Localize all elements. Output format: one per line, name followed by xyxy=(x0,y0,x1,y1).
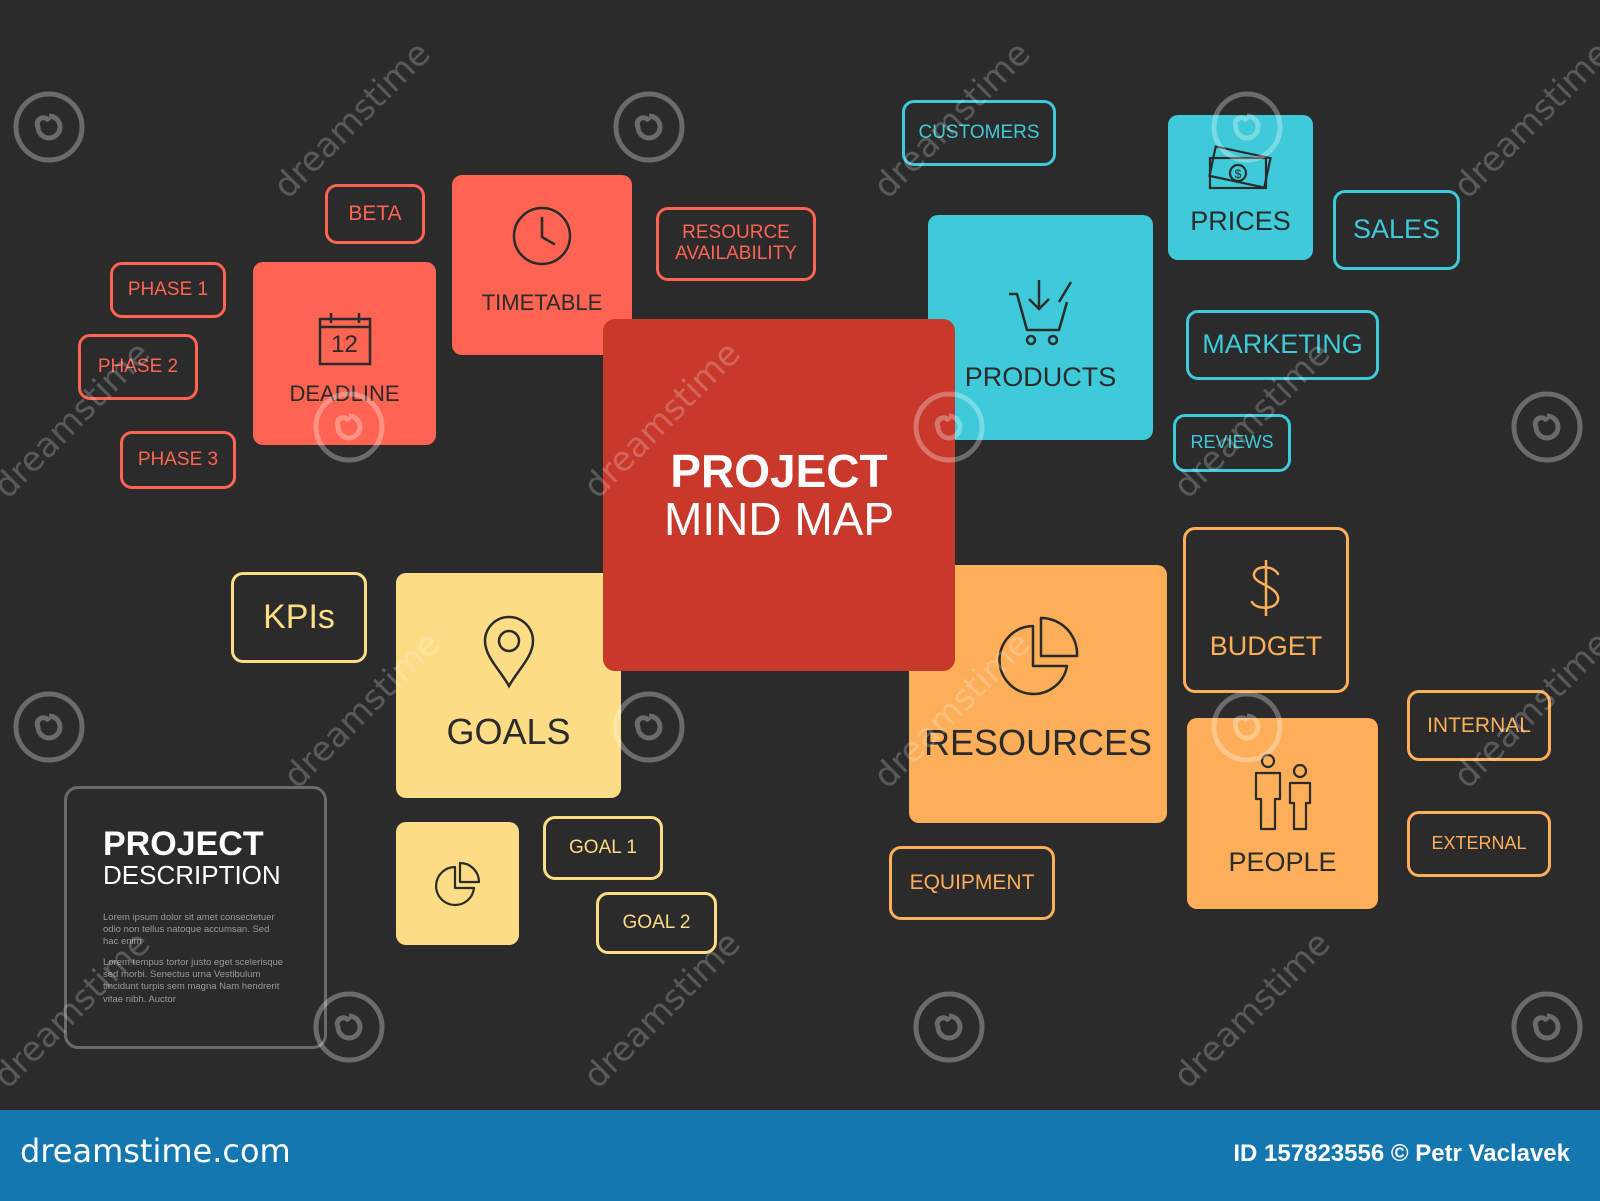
watermark-text: dreamstime xyxy=(1165,923,1339,1097)
calendar-day: 12 xyxy=(331,330,358,358)
internal-tag: INTERNAL xyxy=(1407,690,1551,761)
phase3-label: PHASE 3 xyxy=(137,448,219,470)
center-title-bold: PROJECT xyxy=(670,444,888,497)
phase2-label: PHASE 2 xyxy=(97,355,179,377)
customers-label: CUSTOMERS xyxy=(918,121,1040,143)
money-icon: $ xyxy=(1207,145,1272,190)
marketing-tag: MARKETING xyxy=(1186,310,1379,380)
pie-chart-small-tile xyxy=(396,822,519,945)
center-tile: PROJECT MIND MAP xyxy=(603,319,955,671)
footer-site-logo: dreamstime.com xyxy=(20,1132,291,1170)
marketing-label: MARKETING xyxy=(1202,329,1363,360)
deadline-tile: 12 DEADLINE xyxy=(253,262,436,445)
goals-tile: GOALS xyxy=(396,573,621,798)
reviews-label: REVIEWS xyxy=(1190,432,1274,453)
budget-label: BUDGET xyxy=(1209,631,1323,662)
kpis-tag: KPIs xyxy=(231,572,367,663)
people-tile: PEOPLE xyxy=(1187,718,1378,909)
goal1-tag: GOAL 1 xyxy=(543,816,663,880)
equipment-tag: EQUIPMENT xyxy=(889,846,1055,920)
watermark-spiral-icon xyxy=(913,991,985,1063)
watermark-text: dreamstime xyxy=(265,33,439,207)
dollar-icon xyxy=(1250,560,1280,617)
phase2-tag: PHASE 2 xyxy=(78,334,198,400)
goal1-label: GOAL 1 xyxy=(569,836,637,858)
phase3-tag: PHASE 3 xyxy=(120,431,236,489)
watermark-spiral-icon xyxy=(13,91,85,163)
prices-label: PRICES xyxy=(1190,206,1291,236)
watermark-spiral-icon xyxy=(613,691,685,763)
resources-label: RESOURCES xyxy=(923,722,1153,763)
watermark-spiral-icon xyxy=(1511,391,1583,463)
beta-tag: BETA xyxy=(325,184,425,244)
resource-label-line2: AVAILABILITY xyxy=(675,243,797,264)
goal2-label: GOAL 2 xyxy=(622,911,691,933)
pie-chart-icon xyxy=(434,861,480,906)
watermark-text: dreamstime xyxy=(1445,33,1600,207)
description-title-light: DESCRIPTION xyxy=(103,860,281,890)
people-label: PEOPLE xyxy=(1228,847,1337,877)
prices-tile: $ PRICES xyxy=(1168,115,1313,260)
timetable-label: TIMETABLE xyxy=(481,290,603,315)
customers-tag: CUSTOMERS xyxy=(902,100,1056,166)
center-title-light: MIND MAP xyxy=(664,493,894,545)
watermark-spiral-icon xyxy=(13,691,85,763)
clock-icon xyxy=(512,206,572,266)
equipment-label: EQUIPMENT xyxy=(909,871,1035,895)
svg-text:$: $ xyxy=(1234,167,1241,181)
people-icon xyxy=(1254,753,1311,831)
external-tag: EXTERNAL xyxy=(1407,811,1551,877)
description-box: PROJECT DESCRIPTION Lorem ipsum dolor si… xyxy=(64,786,327,1049)
products-tile: PRODUCTS xyxy=(928,215,1153,440)
description-title-bold: PROJECT xyxy=(103,825,264,863)
calendar-icon: 12 xyxy=(317,311,373,367)
products-label: PRODUCTS xyxy=(964,362,1117,392)
resource-availability-tag: RESOURCE AVAILABILITY xyxy=(656,207,816,281)
sales-label: SALES xyxy=(1352,214,1441,245)
phase1-tag: PHASE 1 xyxy=(110,262,226,318)
internal-label: INTERNAL xyxy=(1427,713,1531,737)
watermark-spiral-icon xyxy=(1511,991,1583,1063)
footer-credit: ID 157823556 © Petr Vaclavek xyxy=(1233,1140,1570,1167)
pie-chart-icon xyxy=(998,616,1079,696)
budget-tag: BUDGET xyxy=(1183,527,1349,693)
reviews-tag: REVIEWS xyxy=(1173,414,1291,472)
kpis-label: KPIs xyxy=(263,597,335,636)
footer-bar: dreamstime.com ID 157823556 © Petr Vacla… xyxy=(0,1110,1600,1201)
watermark-spiral-icon xyxy=(613,91,685,163)
goal2-tag: GOAL 2 xyxy=(596,892,717,954)
description-paragraph-1: Lorem ipsum dolor sit amet consectetuer … xyxy=(103,911,275,948)
timetable-tile: TIMETABLE xyxy=(452,175,632,355)
sales-tag: SALES xyxy=(1333,190,1460,270)
external-label: EXTERNAL xyxy=(1431,833,1527,854)
description-paragraph-2: Lorem tempus tortor justo eget scelerisq… xyxy=(103,956,284,1005)
location-pin-icon xyxy=(483,615,534,689)
goals-label: GOALS xyxy=(446,710,571,752)
phase1-label: PHASE 1 xyxy=(127,278,209,300)
beta-label: BETA xyxy=(348,202,402,226)
shopping-cart-icon xyxy=(1008,280,1072,346)
deadline-label: DEADLINE xyxy=(289,380,400,406)
resource-label-line1: RESOURCE xyxy=(682,222,790,244)
